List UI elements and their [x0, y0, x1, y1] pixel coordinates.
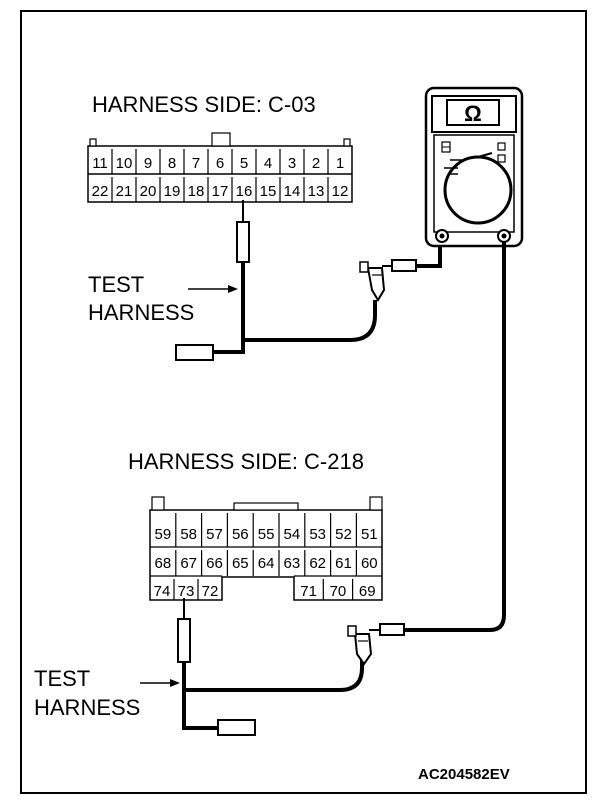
upper-test-label-line1: TEST: [88, 272, 144, 297]
pin-number: 1: [336, 155, 344, 172]
pin-number: 71: [300, 583, 317, 600]
pin-number: 16: [236, 183, 253, 200]
pin-number: 67: [180, 555, 197, 572]
upper-arrow: [188, 285, 238, 293]
upper-test-probe: [236, 200, 250, 350]
pin-number: 6: [216, 155, 224, 172]
pin-number: 70: [330, 583, 347, 600]
lower-arrow: [140, 679, 180, 687]
multimeter: Ω: [424, 86, 524, 248]
multimeter-display: [446, 99, 500, 126]
connector-c218: 59 58 57 56 55 54 53 52 51 68 67 66 65 64 63 62 61 60 74…: [149, 496, 383, 601]
lower-test-label-line1: TEST: [34, 666, 90, 691]
pin-number: 18: [188, 183, 205, 200]
pin-number: 72: [202, 583, 219, 600]
pin-number: 69: [359, 583, 376, 600]
pin-number: 14: [284, 183, 301, 200]
pin-number: 58: [180, 526, 197, 543]
upper-harness-end-plug: [175, 344, 214, 361]
pin-number: 11: [92, 155, 108, 172]
pin-number: 61: [335, 555, 352, 572]
lower-test-probe: [177, 598, 191, 730]
pin-number: 15: [260, 183, 277, 200]
pin-number: 17: [212, 183, 229, 200]
pin-number: 52: [335, 526, 352, 543]
pin-number: 60: [361, 555, 378, 572]
figure-code: AC204582EV: [418, 766, 510, 783]
pin-number: 2: [312, 155, 320, 172]
lower-harness-end-plug: [217, 719, 256, 736]
pin-number: 7: [192, 155, 200, 172]
pin-number: 22: [92, 183, 109, 200]
upper-meter-clip: [359, 259, 417, 302]
pin-number: 21: [116, 183, 133, 200]
pin-number: 65: [232, 555, 249, 572]
pin-number: 68: [155, 555, 172, 572]
lower-meter-clip: [347, 623, 405, 666]
c218-title: HARNESS SIDE: C-218: [128, 449, 364, 474]
pin-number: 56: [232, 526, 249, 543]
pin-number: 13: [308, 183, 325, 200]
pin-number: 62: [309, 555, 326, 572]
pin-number: 51: [361, 526, 378, 543]
pin-number: 74: [154, 583, 171, 600]
pin-number: 66: [206, 555, 223, 572]
ohm-symbol-icon: Ω: [464, 101, 482, 126]
pin-number: 73: [178, 583, 195, 600]
pin-number: 53: [309, 526, 326, 543]
pin-number: 3: [288, 155, 296, 172]
pin-number: 9: [144, 155, 152, 172]
c03-title: HARNESS SIDE: C-03: [92, 92, 316, 117]
pin-number: 59: [155, 526, 172, 543]
pin-number: 20: [140, 183, 157, 200]
diagram-frame: [20, 10, 587, 794]
pin-number: 57: [206, 526, 223, 543]
pin-number: 5: [240, 155, 248, 172]
pin-number: 12: [332, 183, 349, 200]
pin-number: 55: [258, 526, 275, 543]
pin-number: 64: [258, 555, 275, 572]
pin-number: 63: [284, 555, 301, 572]
pin-number: 19: [164, 183, 181, 200]
upper-test-label-line2: HARNESS: [88, 300, 194, 325]
pin-number: 4: [264, 155, 272, 172]
pin-number: 54: [284, 526, 301, 543]
lower-test-label-line2: HARNESS: [34, 695, 140, 720]
pin-number: 8: [168, 155, 176, 172]
selector-dial-icon: [443, 155, 513, 225]
pin-number: 10: [116, 155, 133, 172]
